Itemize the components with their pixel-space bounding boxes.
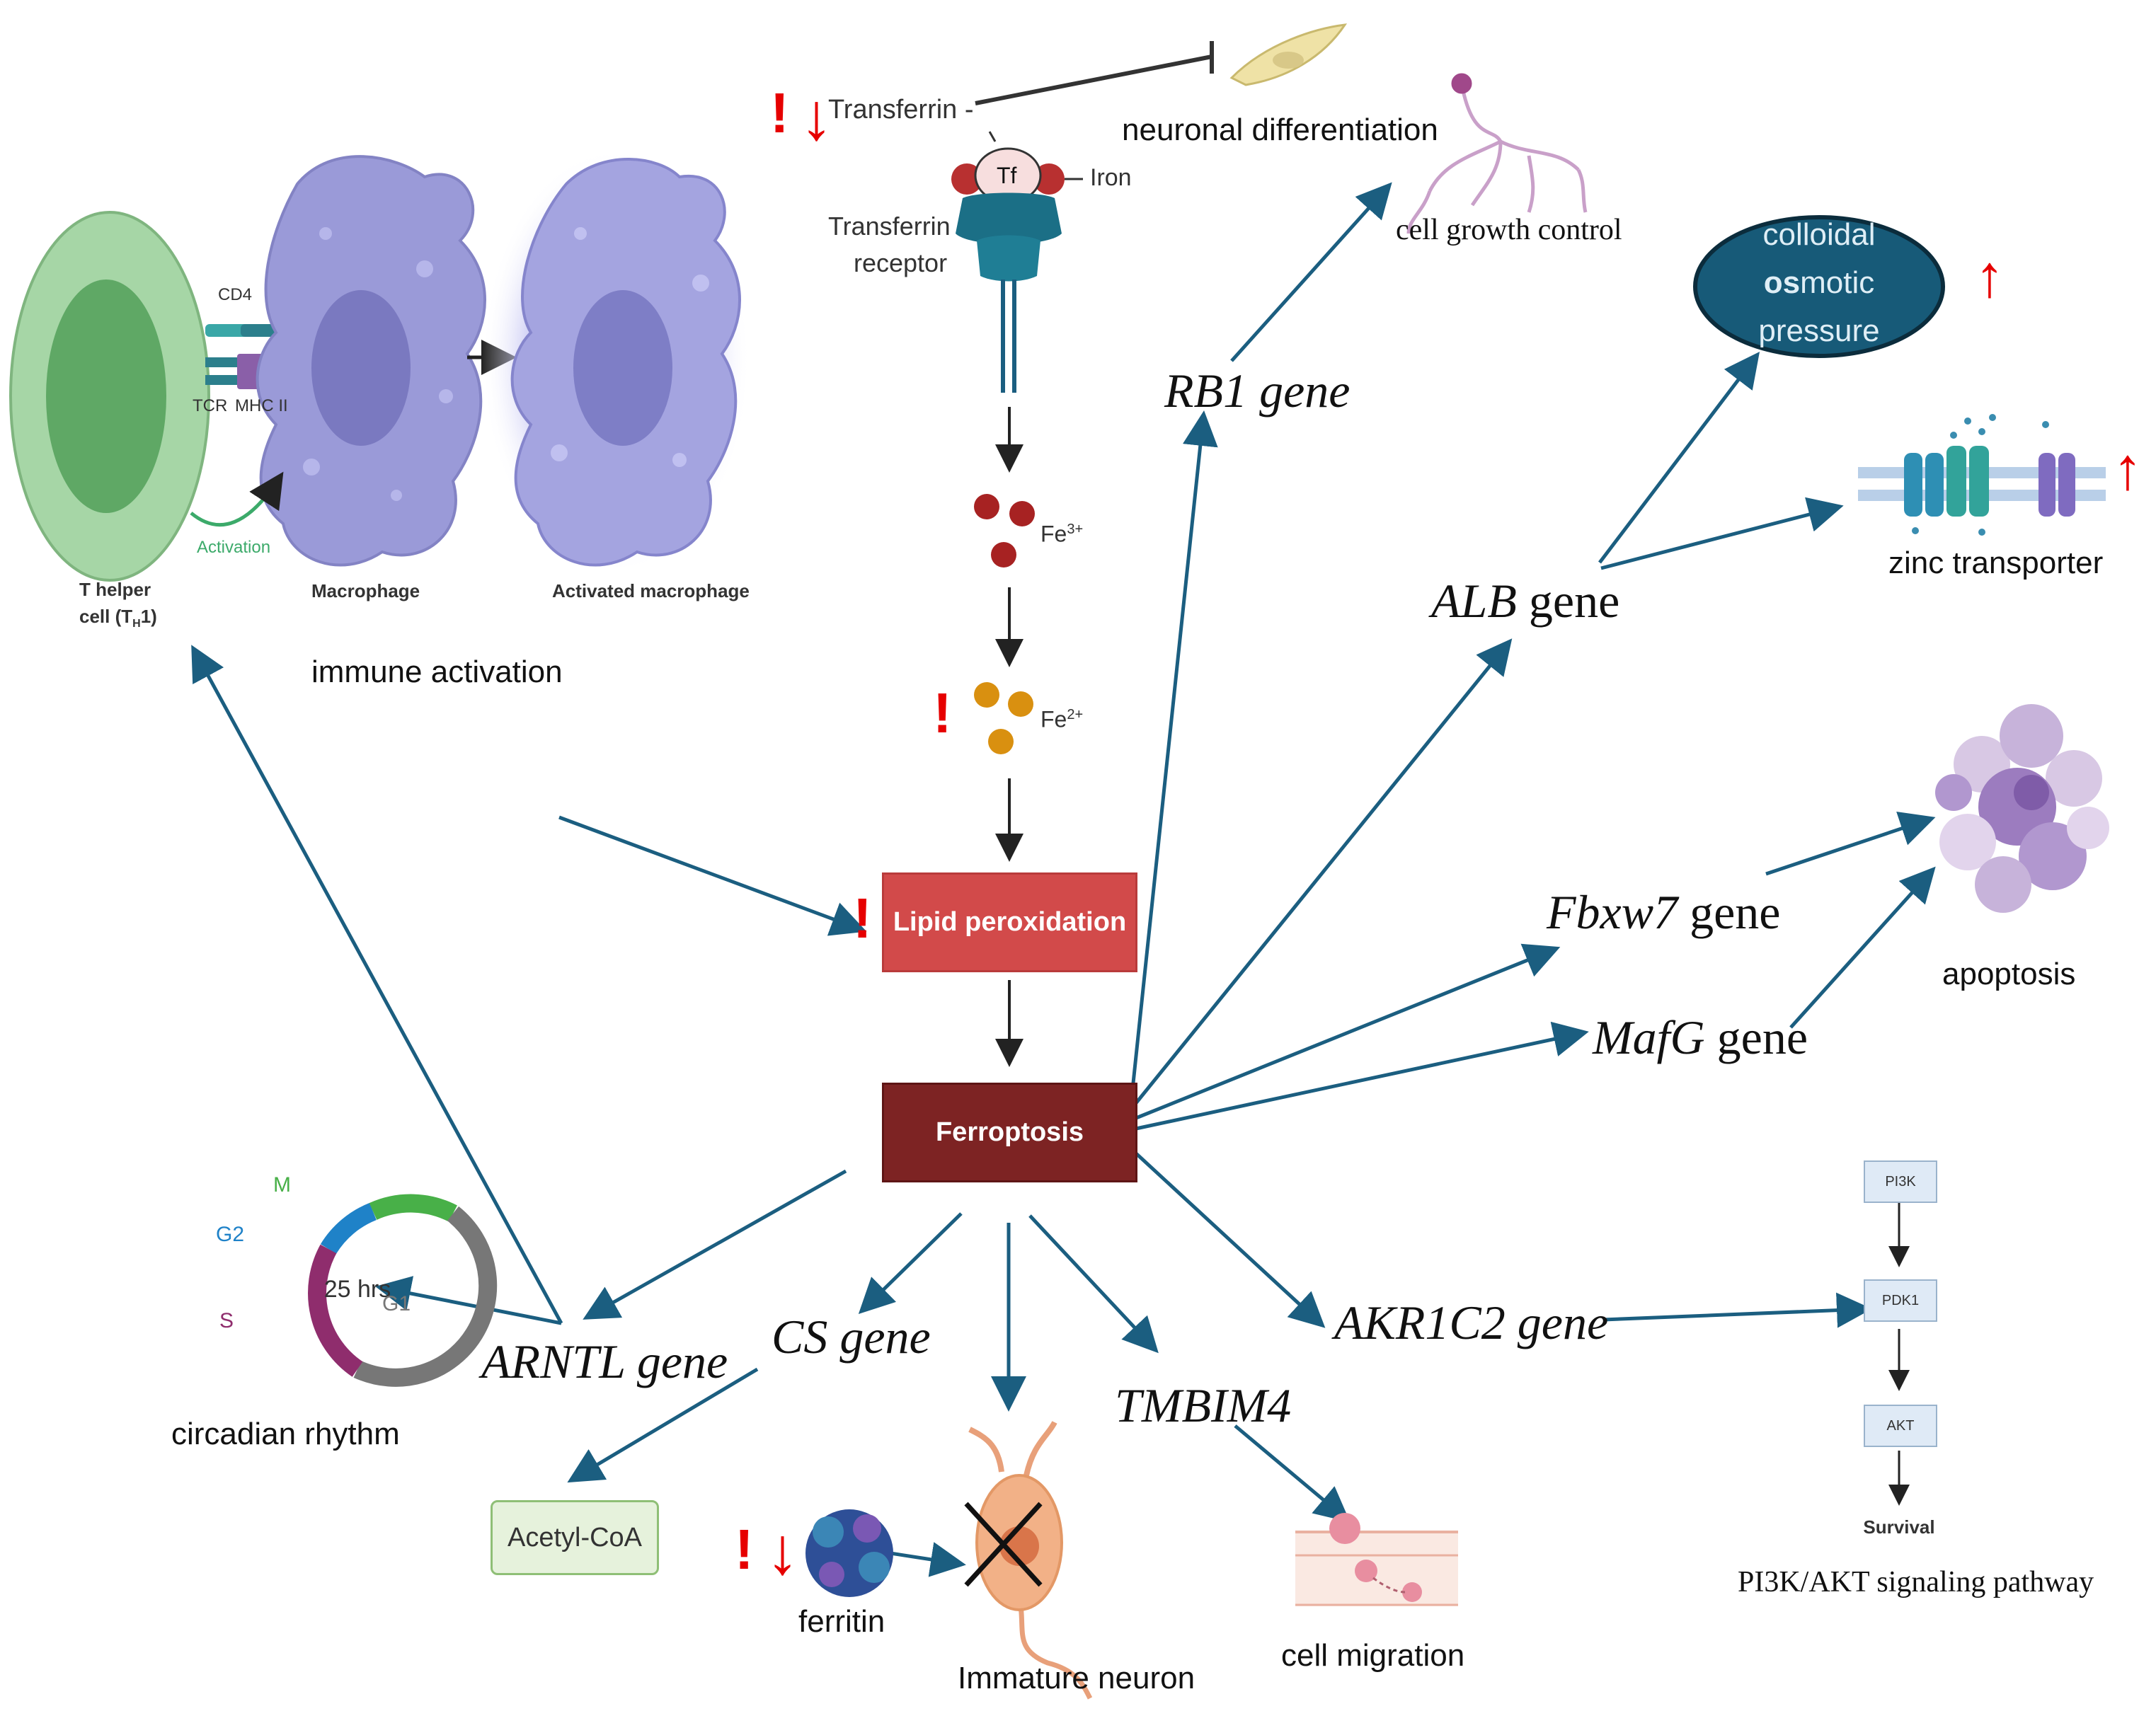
cell-growth-control-label: cell growth control bbox=[1396, 214, 1622, 246]
cs-gene-label: CS gene bbox=[772, 1310, 931, 1364]
transferrin-receptor-label-1: Transferrin bbox=[828, 212, 951, 241]
t-helper-label-1: T helper bbox=[79, 579, 151, 600]
tf-label: Tf bbox=[997, 163, 1017, 188]
fe2-label: Fe2+ bbox=[1040, 706, 1084, 732]
pdk1-box: PDK1 bbox=[1864, 1279, 1937, 1322]
fe2-ions-image bbox=[974, 682, 1033, 754]
colloidal-ellipse bbox=[1693, 215, 1945, 358]
warning-mark-ferritin: ! bbox=[735, 1518, 754, 1581]
macrophage-label: Macrophage bbox=[311, 580, 420, 601]
arntl-gene-label: ARNTL gene bbox=[481, 1335, 728, 1388]
apoptosis-label: apoptosis bbox=[1942, 957, 2076, 991]
akt-box: AKT bbox=[1864, 1405, 1937, 1447]
ferroptosis-box: Ferroptosis bbox=[882, 1083, 1137, 1182]
activated-macrophage-image bbox=[481, 149, 750, 573]
phase-g1-label: G1 bbox=[382, 1292, 411, 1315]
akr1c2-gene-label: AKR1C2 gene bbox=[1334, 1296, 1609, 1349]
pathway-arrows bbox=[191, 182, 1936, 1577]
warning-mark-lipid: ! bbox=[853, 887, 872, 950]
phase-m-label: M bbox=[273, 1173, 291, 1197]
apoptosis-image bbox=[1935, 704, 2109, 913]
receptor-structure-image bbox=[951, 131, 1083, 393]
transferrin-label: Transferrin - bbox=[828, 95, 974, 125]
alb-gene-label: ALB gene bbox=[1431, 574, 1620, 628]
pi3k-akt-label: PI3K/AKT signaling pathway bbox=[1738, 1566, 2094, 1598]
cd4-label: CD4 bbox=[218, 285, 253, 304]
cell-cycle-ring bbox=[308, 1194, 498, 1387]
immature-neuron-label: Immature neuron bbox=[958, 1661, 1195, 1695]
acetyl-coa-box: Acetyl-CoA bbox=[491, 1500, 659, 1575]
immature-neuron-image bbox=[968, 1421, 1093, 1700]
up-arrow-colloidal: ↑ bbox=[1975, 243, 2005, 309]
lipid-peroxidation-box: Lipid peroxidation bbox=[882, 872, 1137, 972]
transferrin-receptor-label-2: receptor bbox=[854, 248, 948, 277]
mafg-gene-label: MafG gene bbox=[1593, 1010, 1808, 1064]
ferritin-label: ferritin bbox=[798, 1604, 885, 1639]
cell-cycle-center-label: 25 hrs bbox=[323, 1276, 391, 1303]
cell-migration-label: cell migration bbox=[1281, 1638, 1465, 1673]
neuronal-differentiation-label: neuronal differentiation bbox=[1122, 113, 1438, 147]
iron-label: Iron bbox=[1090, 164, 1132, 191]
cell-migration-image bbox=[1295, 1513, 1458, 1606]
down-arrow-ferritin: ↓ bbox=[766, 1514, 799, 1588]
survival-label: Survival bbox=[1863, 1516, 1935, 1538]
circadian-rhythm-label: circadian rhythm bbox=[171, 1417, 400, 1451]
colloidal-label-2: osmotic bbox=[1763, 265, 1875, 300]
tcr-label: TCR bbox=[193, 396, 228, 415]
pi3k-box: PI3K bbox=[1864, 1160, 1937, 1203]
zinc-transporter-image bbox=[1858, 414, 2106, 536]
t-helper-cell-image bbox=[9, 211, 210, 582]
transferrin-inhibition-line bbox=[975, 54, 1212, 105]
down-arrow-transferrin: ↓ bbox=[800, 79, 833, 154]
up-arrow-zinc: ↑ bbox=[2113, 435, 2143, 502]
t-helper-label-2: cell (TH1) bbox=[79, 606, 157, 630]
warning-mark-fe2: ! bbox=[933, 681, 952, 744]
phase-s-label: S bbox=[219, 1309, 234, 1332]
mhc-label: MHC II bbox=[235, 396, 288, 415]
tmbim4-gene-label: TMBIM4 bbox=[1115, 1378, 1292, 1432]
rb1-gene-label: RB1 gene bbox=[1164, 364, 1351, 417]
fe3-ions-image bbox=[974, 494, 1035, 568]
activated-macrophage-label: Activated macrophage bbox=[552, 580, 750, 601]
fbxw7-gene-label: Fbxw7 gene bbox=[1547, 885, 1781, 939]
zinc-transporter-label: zinc transporter bbox=[1888, 546, 2104, 580]
activation-curve bbox=[190, 471, 284, 527]
activation-label: Activation bbox=[197, 538, 271, 557]
colloidal-label-1: colloidal bbox=[1762, 217, 1876, 252]
neuron-image bbox=[1406, 73, 1588, 234]
immune-activation-label: immune activation bbox=[311, 655, 563, 689]
fe3-label: Fe3+ bbox=[1040, 521, 1084, 547]
cross-mark bbox=[964, 1502, 1043, 1587]
warning-mark-transferrin: ! bbox=[770, 81, 789, 144]
neuron-cell-image bbox=[1229, 23, 1348, 86]
colloidal-label-3: pressure bbox=[1758, 313, 1880, 348]
macrophage-image bbox=[256, 155, 486, 567]
ferritin-image bbox=[805, 1509, 893, 1597]
phase-g2-label: G2 bbox=[216, 1223, 245, 1246]
